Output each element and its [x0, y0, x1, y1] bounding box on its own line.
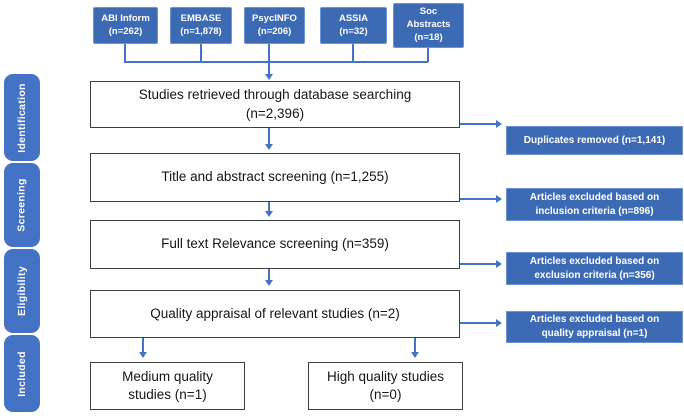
connector-drop-line: [268, 44, 270, 75]
source-count: (n=206): [257, 25, 292, 37]
source-count: (n=1,878): [180, 25, 222, 37]
source-box-abi-inform: ABI Inform (n=262): [93, 7, 158, 44]
exclusion-arrow-line-1: [460, 123, 497, 125]
connector-stub-abi: [124, 44, 126, 62]
arrow-right-icon: [496, 194, 502, 203]
flow-box-retrieved-label: Studies retrieved through database searc…: [138, 87, 412, 121]
source-name: PsycINFO: [252, 12, 297, 24]
arrow-down-icon: [264, 74, 273, 80]
arrow-right-icon: [496, 119, 502, 128]
outcome-high-label: High quality studies (n=0): [326, 368, 445, 402]
connector-stub-soc: [427, 48, 429, 62]
stage-included: Included: [4, 335, 40, 412]
arrow-right-icon: [496, 259, 502, 268]
connector-stub-embase: [200, 44, 202, 62]
arrow-right-icon: [496, 318, 502, 327]
stage-screening-label: Screening: [16, 178, 28, 232]
exclusion-inclusion-label: Articles excluded based on inclusion cri…: [529, 191, 660, 217]
exclusion-duplicates-label: Duplicates removed (n=1,141): [523, 134, 666, 146]
arrow-down-icon: [264, 211, 273, 217]
stage-eligibility: Eligibility: [4, 249, 40, 333]
exclusion-box-inclusion-criteria: Articles excluded based on inclusion cri…: [506, 188, 683, 221]
outcome-box-high-quality: High quality studies (n=0): [308, 362, 463, 410]
stage-included-label: Included: [16, 350, 29, 397]
source-box-assia: ASSIA (n=32): [320, 7, 387, 44]
exclusion-arrow-line-4: [460, 322, 497, 324]
arrow-down-icon: [264, 144, 273, 150]
arrow-line-medium: [142, 338, 144, 353]
source-count: (n=262): [108, 25, 143, 37]
exclusion-arrow-line-2: [460, 198, 497, 200]
source-name: ASSIA: [338, 12, 369, 24]
exclusion-quality-label: Articles excluded based on quality appra…: [529, 314, 660, 339]
source-count: (n=18): [414, 31, 443, 43]
stage-identification-label: Identification: [16, 82, 29, 153]
source-name: Soc Abstracts: [406, 6, 451, 31]
arrow-down-icon: [138, 352, 147, 358]
source-box-soc-abstracts: Soc Abstracts (n=18): [393, 3, 464, 48]
exclusion-arrow-line-3: [460, 263, 497, 265]
connector-stub-assia: [352, 44, 354, 62]
exclusion-exclusion-label: Articles excluded based on exclusion cri…: [529, 255, 660, 281]
flow-box-full-text: Full text Relevance screening (n=359): [90, 220, 460, 269]
flow-box-quality-appraisal-label: Quality appraisal of relevant studies (n…: [150, 305, 400, 321]
flow-box-title-abstract-label: Title and abstract screening (n=1,255): [161, 169, 389, 185]
source-name: EMBASE: [180, 12, 222, 24]
exclusion-box-exclusion-criteria: Articles excluded based on exclusion cri…: [506, 252, 683, 285]
flow-box-retrieved: Studies retrieved through database searc…: [90, 81, 460, 128]
source-box-embase: EMBASE (n=1,878): [170, 7, 232, 44]
connector-horizontal-line: [124, 61, 428, 63]
source-count: (n=32): [339, 25, 368, 37]
outcome-medium-label: Medium quality studies (n=1): [122, 368, 213, 402]
outcome-box-medium-quality: Medium quality studies (n=1): [90, 362, 245, 410]
arrow-line-3: [268, 269, 270, 281]
source-box-psycinfo: PsycINFO (n=206): [244, 7, 305, 44]
stage-eligibility-label: Eligibility: [16, 266, 29, 316]
exclusion-box-quality-appraisal: Articles excluded based on quality appra…: [506, 311, 683, 343]
arrow-down-icon: [264, 280, 273, 286]
exclusion-box-duplicates: Duplicates removed (n=1,141): [506, 126, 683, 155]
arrow-down-icon: [410, 352, 419, 358]
arrow-line-2: [268, 202, 270, 212]
arrow-line-high: [414, 338, 416, 353]
source-name: ABI Inform: [101, 12, 150, 24]
stage-identification: Identification: [4, 74, 40, 161]
flow-box-title-abstract: Title and abstract screening (n=1,255): [90, 153, 460, 202]
flow-box-quality-appraisal: Quality appraisal of relevant studies (n…: [90, 290, 460, 338]
flow-box-full-text-label: Full text Relevance screening (n=359): [161, 236, 389, 252]
stage-screening: Screening: [4, 163, 40, 247]
arrow-line-1: [268, 128, 270, 145]
